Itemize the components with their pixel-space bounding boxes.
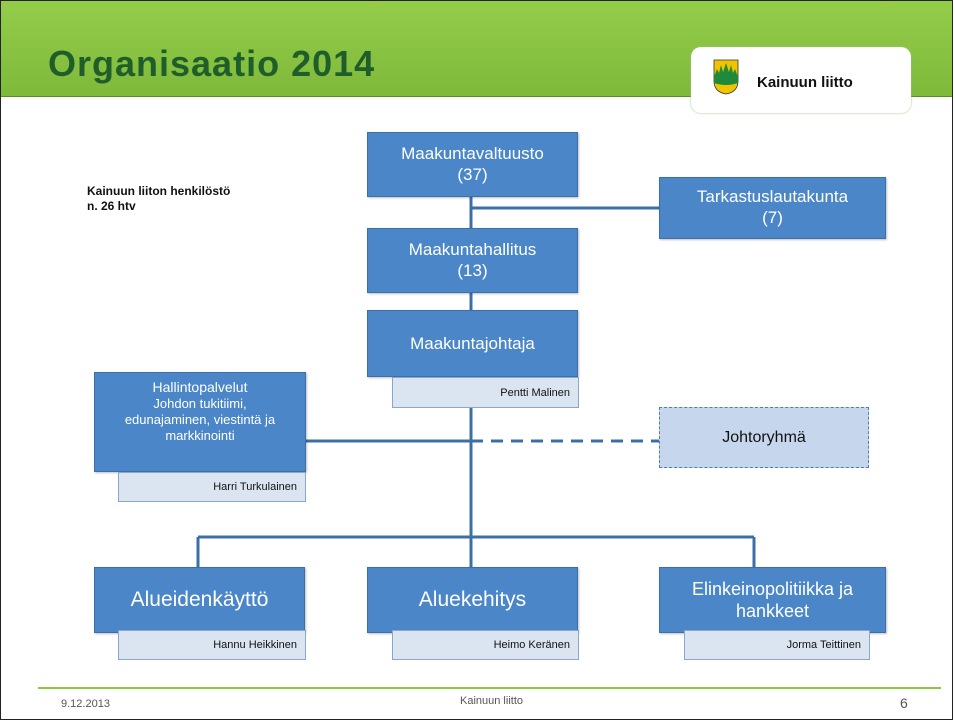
logo-text: Kainuun liitto <box>757 74 853 91</box>
node-maakuntavaltuusto: Maakuntavaltuusto (37) <box>367 132 578 197</box>
footer-date: 9.12.2013 <box>61 698 110 710</box>
node-alueidenkaytto: Alueidenkäyttö <box>94 567 305 633</box>
footer-center-text: Kainuun liitto <box>460 695 523 707</box>
kainuu-coat-of-arms-icon <box>713 59 739 95</box>
node-maakuntajohtaja: Maakuntajohtaja <box>367 310 578 377</box>
person-hannu-heikkinen: Hannu Heikkinen <box>118 630 306 660</box>
node-label: Maakuntavaltuusto <box>401 143 544 163</box>
staff-info-line1: Kainuun liiton henkilöstö <box>87 184 231 198</box>
person-jorma-teittinen: Jorma Teittinen <box>684 630 870 660</box>
node-elinkeinopolitiikka: Elinkeinopolitiikka ja hankkeet <box>659 567 886 633</box>
node-count: (13) <box>457 260 488 280</box>
node-sublabel: Johdon tukitiimi, <box>153 396 247 411</box>
node-label: Tarkastuslautakunta <box>696 187 849 206</box>
node-sublabel: edunajaminen, viestintä ja <box>124 412 276 427</box>
logo: Kainuun liitto <box>691 47 911 113</box>
page-number: 6 <box>900 695 908 711</box>
node-label: Maakuntajohtaja <box>410 333 535 353</box>
node-johtoryhma: Johtoryhmä <box>659 407 869 468</box>
node-sublabel: markkinointi <box>165 428 235 443</box>
node-label: Hallintopalvelut <box>152 379 248 395</box>
person-pentti-malinen: Pentti Malinen <box>392 377 579 408</box>
page-title: Organisaatio 2014 <box>48 43 376 84</box>
node-maakuntahallitus: Maakuntahallitus (13) <box>367 228 578 293</box>
staff-info: Kainuun liiton henkilöstö n. 26 htv <box>87 184 230 214</box>
node-label: Aluekehitys <box>418 588 527 611</box>
node-aluekehitys: Aluekehitys <box>367 567 578 633</box>
node-count: (37) <box>457 164 488 184</box>
header-divider <box>1 96 952 97</box>
person-heimo-keranen: Heimo Keränen <box>392 630 579 660</box>
node-hallintopalvelut: Hallintopalvelut Johdon tukitiimi, eduna… <box>94 372 306 472</box>
staff-info-line2: n. 26 htv <box>87 199 136 213</box>
footer-divider <box>38 687 941 689</box>
node-label: Maakuntahallitus <box>408 239 537 259</box>
person-harri-turkulainen: Harri Turkulainen <box>118 472 306 502</box>
node-label-line2: hankkeet <box>735 601 810 621</box>
node-label: Elinkeinopolitiikka ja <box>691 579 854 599</box>
node-count: (7) <box>762 208 783 227</box>
node-label: Alueidenkäyttö <box>130 588 269 611</box>
node-tarkastuslautakunta: Tarkastuslautakunta (7) <box>659 177 886 239</box>
